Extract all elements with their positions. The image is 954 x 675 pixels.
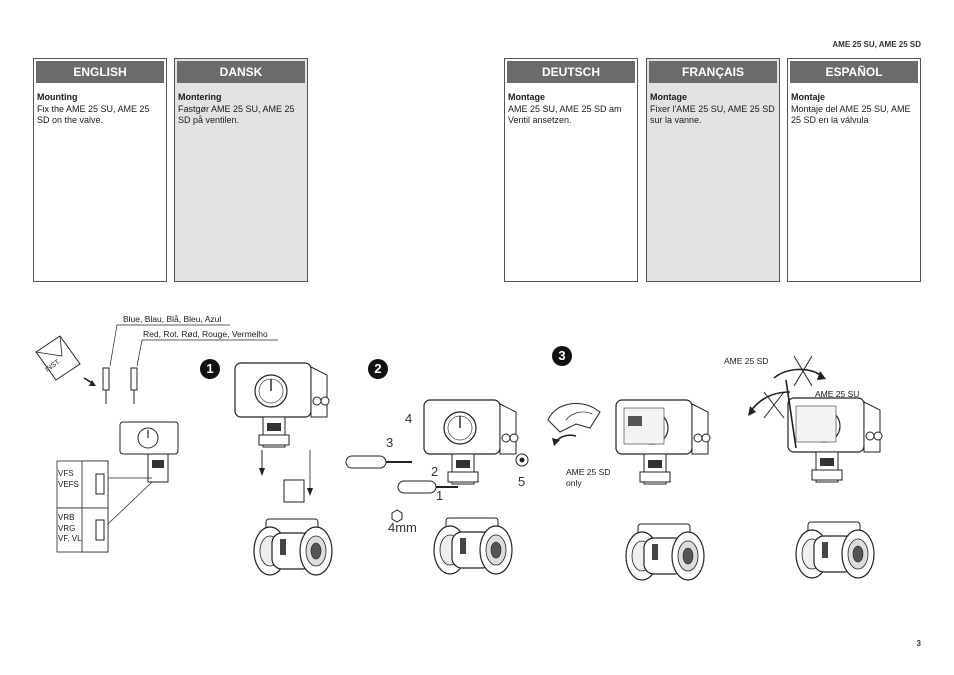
valve-types-a: VFS VEFS — [58, 469, 79, 489]
column-header: FRANÇAIS — [649, 61, 777, 83]
column-header: DEUTSCH — [507, 61, 635, 83]
valve-step3-icon — [625, 523, 705, 581]
step-number-4: 4 — [405, 411, 412, 426]
column-title: Montaje — [791, 92, 826, 102]
step-badge-2: 2 — [368, 359, 388, 379]
step-badge-1: 1 — [200, 359, 220, 379]
valve-stem-icon — [283, 479, 305, 503]
ame25su-label: AME 25 SU — [815, 389, 860, 399]
column-header: ESPAÑOL — [790, 61, 918, 83]
tool-size-label: 4mm — [388, 520, 417, 535]
column-header: DANSK — [177, 61, 305, 83]
sd-only-label: AME 25 SD only — [566, 467, 611, 488]
step-number-1: 1 — [436, 488, 443, 503]
column-espanol: ESPAÑOL Montaje Montaje del AME 25 SU, A… — [787, 58, 921, 282]
actuator-step3-open-icon — [615, 399, 711, 485]
column-text: Fix the AME 25 SU, AME 25 SD on the valv… — [37, 103, 150, 126]
column-dansk: DANSK Montering Fastgør AME 25 SU, AME 2… — [174, 58, 308, 282]
column-deutsch: DEUTSCH Montage AME 25 SU, AME 25 SD am … — [504, 58, 638, 282]
column-english: ENGLISH Mounting Fix the AME 25 SU, AME … — [33, 58, 167, 282]
wire-red-label: Red, Rot, Rød, Rouge, Vermelho — [143, 329, 268, 339]
actuator-step1-icon — [234, 362, 330, 448]
rotation-arrow-icon — [748, 368, 826, 416]
page-number: 3 — [916, 639, 921, 648]
hand-icon — [547, 403, 601, 446]
column-francais: FRANÇAIS Montage Fixer l'AME 25 SU, AME … — [646, 58, 780, 282]
actuator-step4-icon — [787, 397, 883, 483]
column-text: AME 25 SU, AME 25 SD am Ventil ansetzen. — [508, 103, 622, 126]
column-title: Montering — [178, 92, 222, 102]
column-title: Montage — [508, 92, 545, 102]
document-code: AME 25 SU, AME 25 SD — [832, 40, 921, 49]
wire-connectors-icon — [102, 324, 278, 404]
step-number-2: 2 — [431, 464, 438, 479]
column-title: Montage — [650, 92, 687, 102]
valve-step1-icon — [253, 518, 333, 576]
column-title: Mounting — [37, 92, 78, 102]
ame25sd-label: AME 25 SD — [724, 356, 769, 366]
valve-step4-icon — [795, 521, 875, 579]
screwdriver-icon — [345, 453, 529, 494]
instruction-envelope-icon: INST. — [35, 335, 96, 386]
actuator-small-icon — [119, 421, 179, 483]
step-number-3: 3 — [386, 435, 393, 450]
valve-types-b: VRB VRG VF, VL — [58, 513, 82, 543]
column-header: ENGLISH — [36, 61, 164, 83]
step-badge-3: 3 — [552, 346, 572, 366]
column-text: Fixer l'AME 25 SU, AME 25 SD sur la vann… — [650, 103, 775, 126]
wire-blue-label: Blue, Blau, Blå, Bleu, Azul — [123, 314, 222, 324]
hex-key-icon — [391, 509, 403, 523]
valve-step2-icon — [433, 517, 513, 575]
column-text: Montaje del AME 25 SU, AME 25 SD en la v… — [791, 103, 911, 126]
column-text: Fastgør AME 25 SU, AME 25 SD på ventilen… — [178, 103, 295, 126]
step-number-5: 5 — [518, 474, 525, 489]
